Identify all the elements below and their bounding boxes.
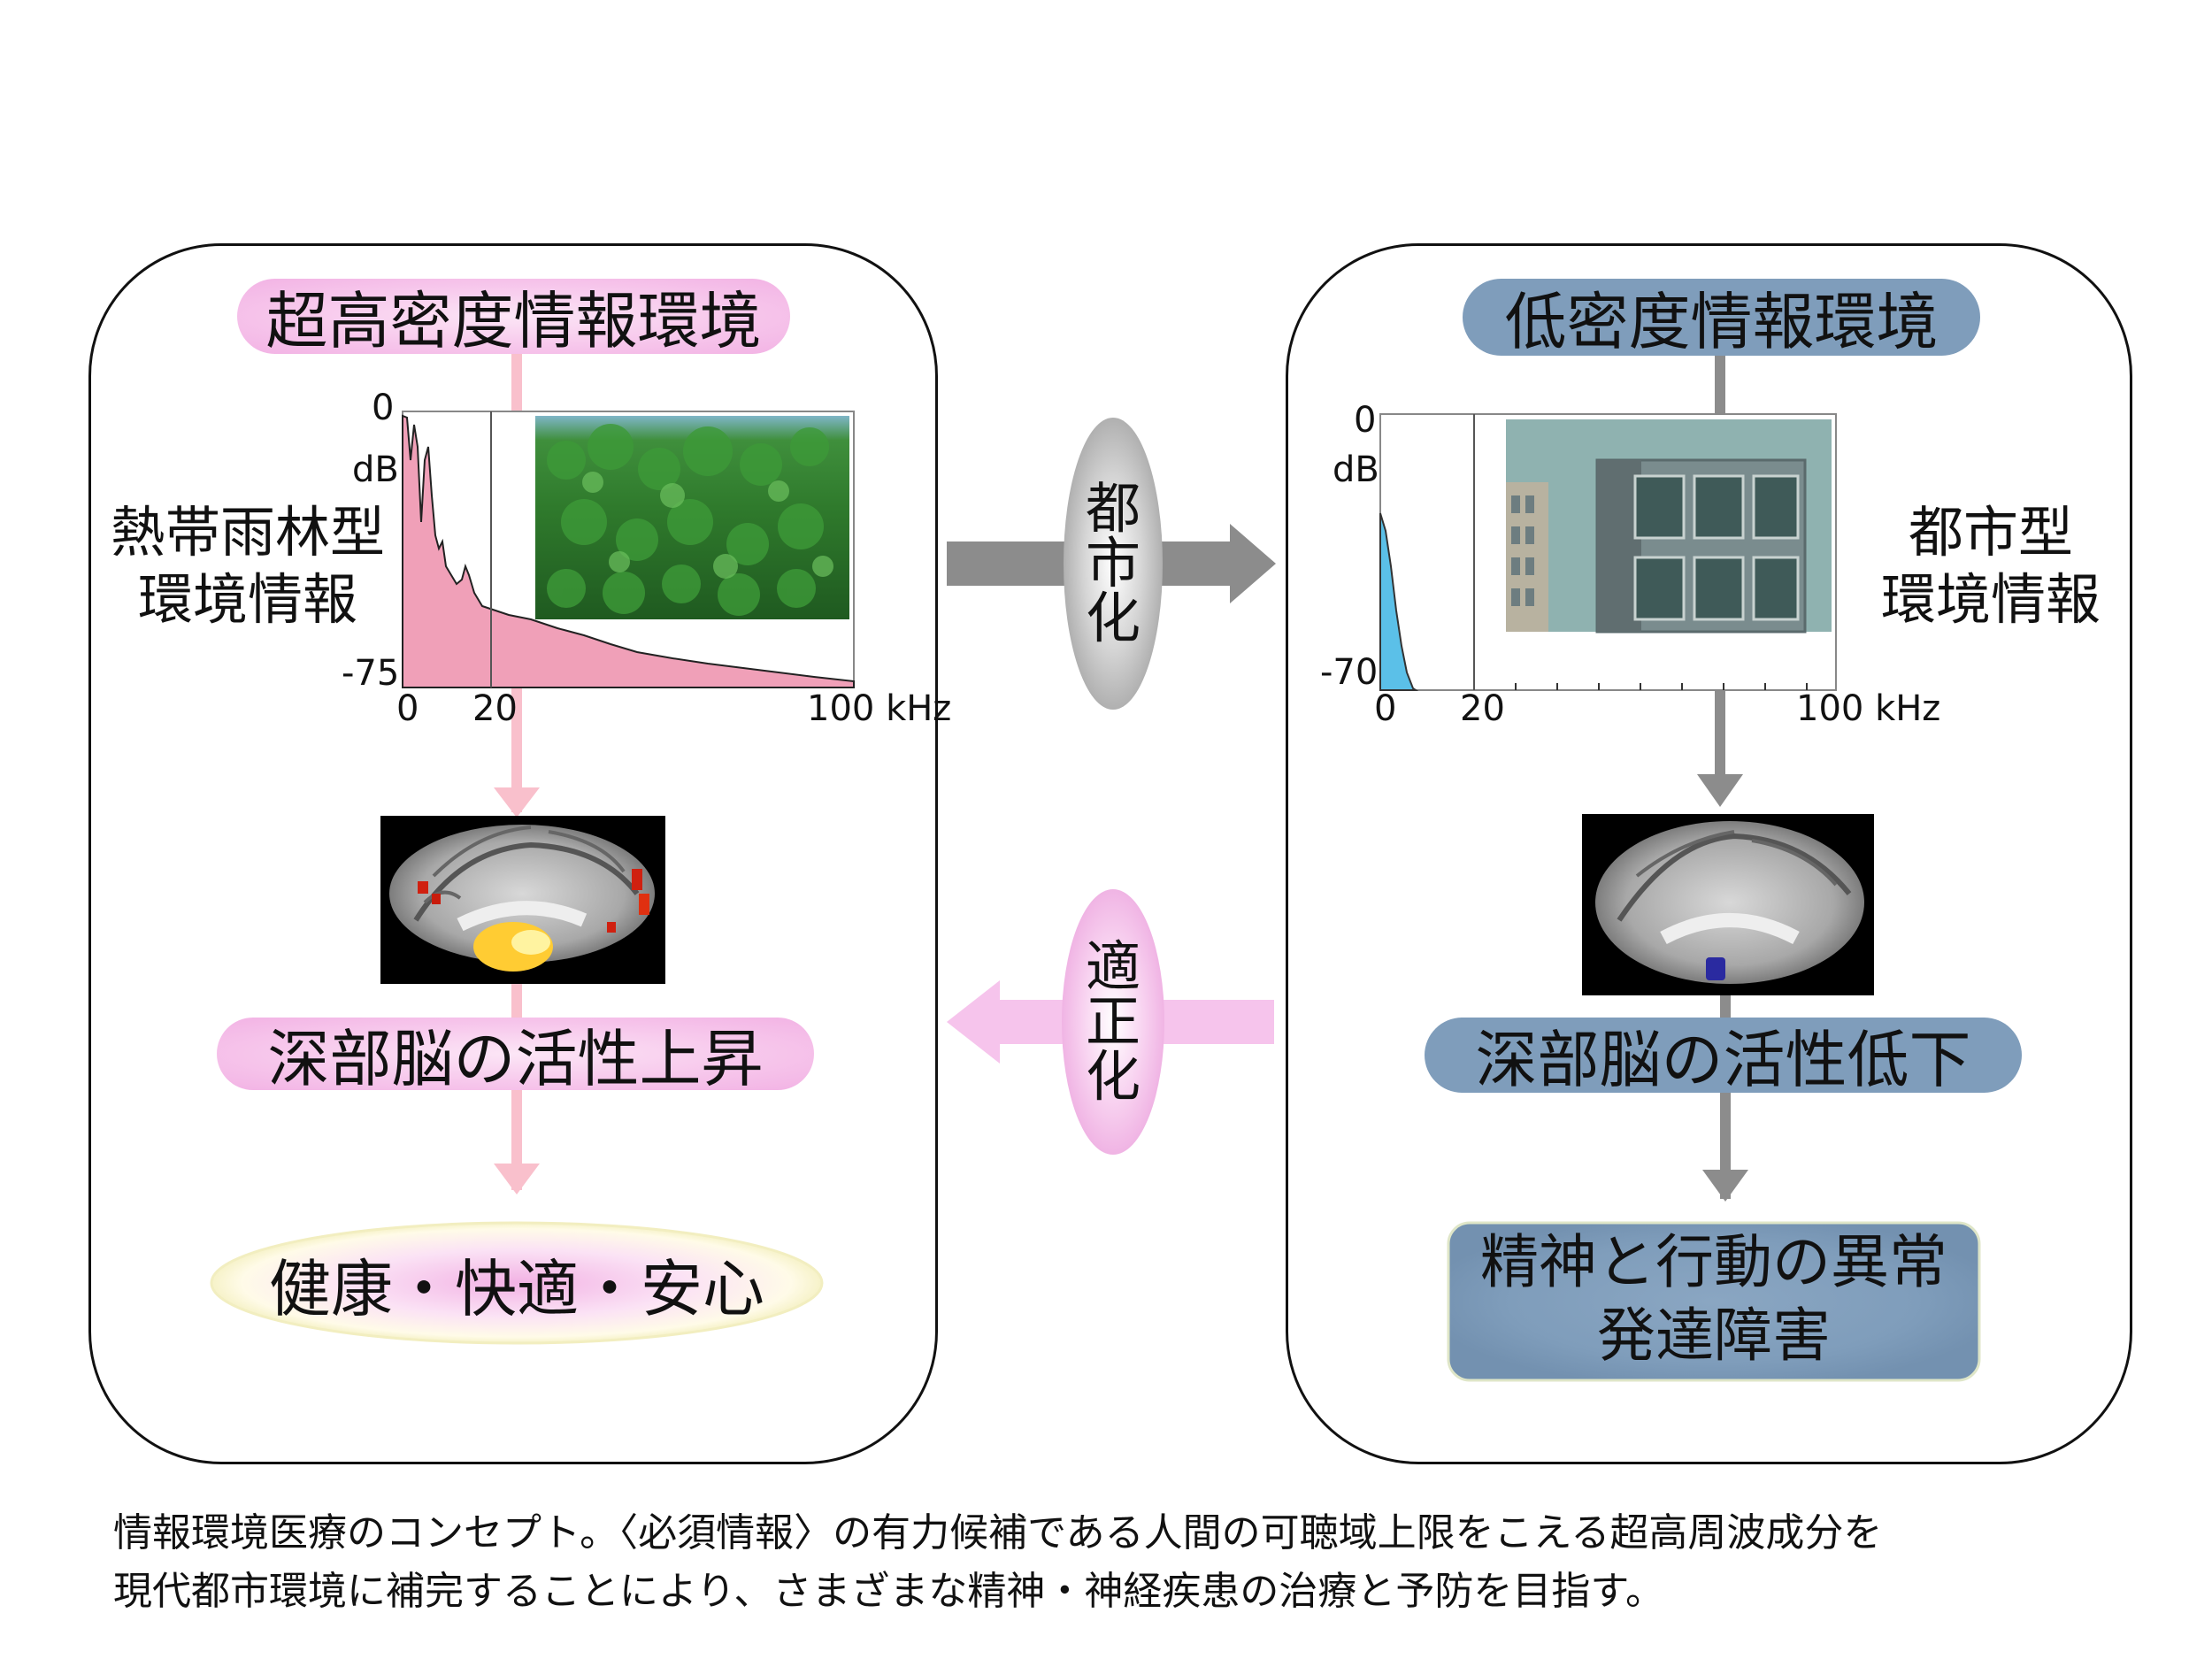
right-y-bottom-label: -70 — [1320, 652, 1379, 693]
left-x-end-label: 100 kHz — [807, 688, 952, 729]
left-env-label-line1: 熱帯雨林型 — [110, 500, 385, 565]
right-connector-2 — [1715, 690, 1725, 779]
left-arrowhead-1 — [494, 787, 540, 818]
left-spectrum-area — [402, 414, 855, 688]
right-env-label: 都市型 環境情報 — [1858, 499, 2124, 633]
right-brain-result: 深部脳の活性低下 — [1475, 1024, 1971, 1096]
right-arrowhead-2 — [1702, 1170, 1748, 1202]
urbanize-label: 都市化 — [1085, 476, 1141, 650]
urbanize-oval — [1064, 418, 1163, 710]
left-env-label: 熱帯雨林型 環境情報 — [102, 499, 394, 633]
left-brain-scan — [380, 816, 665, 984]
optimize-label: 適正化 — [1085, 934, 1141, 1109]
right-spectrum-area — [1379, 512, 1419, 691]
right-brain-result-pill: 深部脳の活性低下 — [1425, 1018, 2022, 1096]
right-y-top-label: 0 — [1354, 400, 1377, 441]
right-env-label-line2: 環境情報 — [1880, 566, 2101, 632]
right-outcome-box — [1447, 1221, 1981, 1382]
right-outcome-line1: 精神と行動の異常 — [1480, 1228, 1947, 1296]
right-env-label-line1: 都市型 — [1908, 500, 2073, 565]
right-x-end-label: 100 kHz — [1796, 688, 1941, 729]
right-outcome-line2: 発達障害 — [1597, 1301, 1831, 1370]
left-y-top-label: 0 — [372, 388, 395, 428]
left-brain-result: 深部脳の活性上昇 — [267, 1022, 764, 1095]
right-spectrum-chart — [1379, 413, 1837, 691]
right-brain-scan — [1582, 814, 1874, 995]
optimize-arrowhead — [947, 980, 1000, 1064]
left-outcome-ellipse — [210, 1221, 824, 1345]
right-title-pill: 低密度情報環境 — [1463, 279, 1980, 358]
right-arrowhead-1 — [1697, 774, 1743, 807]
right-title: 低密度情報環境 — [1504, 286, 1939, 358]
left-title-pill: 超高密度情報環境 — [237, 279, 790, 357]
left-outcome: 健康・快適・安心 — [211, 1246, 822, 1325]
left-x-tick-0: 0 — [396, 688, 419, 729]
left-y-bottom-label: -75 — [342, 653, 400, 694]
right-x-tick-20: 20 — [1460, 688, 1505, 729]
right-connector-1 — [1715, 356, 1725, 416]
right-y-unit-label: dB — [1333, 449, 1379, 490]
left-outcome-text: 健康・快適・安心 — [269, 1252, 764, 1325]
urbanize-label-wrap: 都市化 — [1064, 434, 1163, 694]
left-x-tick-20: 20 — [472, 688, 518, 729]
rainforest-photo-texture — [547, 424, 829, 616]
figure-caption: 情報環境医療のコンセプト。〈必須情報〉の有力候補である人間の可聴域上限をこえる超… — [113, 1504, 1882, 1621]
caption-line2: 現代都市環境に補完することにより、さまざまな精神・神経疾患の治療と予防を目指す。 — [113, 1569, 1664, 1614]
right-x-tick-0: 0 — [1374, 688, 1397, 729]
caption-line1: 情報環境医療のコンセプト。〈必須情報〉の有力候補である人間の可聴域上限をこえる超… — [113, 1510, 1883, 1555]
left-y-unit-label: dB — [352, 449, 399, 490]
left-title: 超高密度情報環境 — [265, 285, 762, 357]
left-arrowhead-2 — [494, 1164, 540, 1194]
left-brain-result-pill: 深部脳の活性上昇 — [217, 1018, 814, 1095]
urbanize-arrowhead — [1230, 524, 1276, 603]
optimize-label-wrap: 適正化 — [1062, 895, 1164, 1148]
optimize-oval — [1062, 889, 1164, 1155]
left-env-label-line2: 環境情報 — [137, 566, 357, 632]
left-spectrum-chart — [402, 411, 855, 688]
right-outcome: 精神と行動の異常 発達障害 — [1448, 1226, 1979, 1372]
